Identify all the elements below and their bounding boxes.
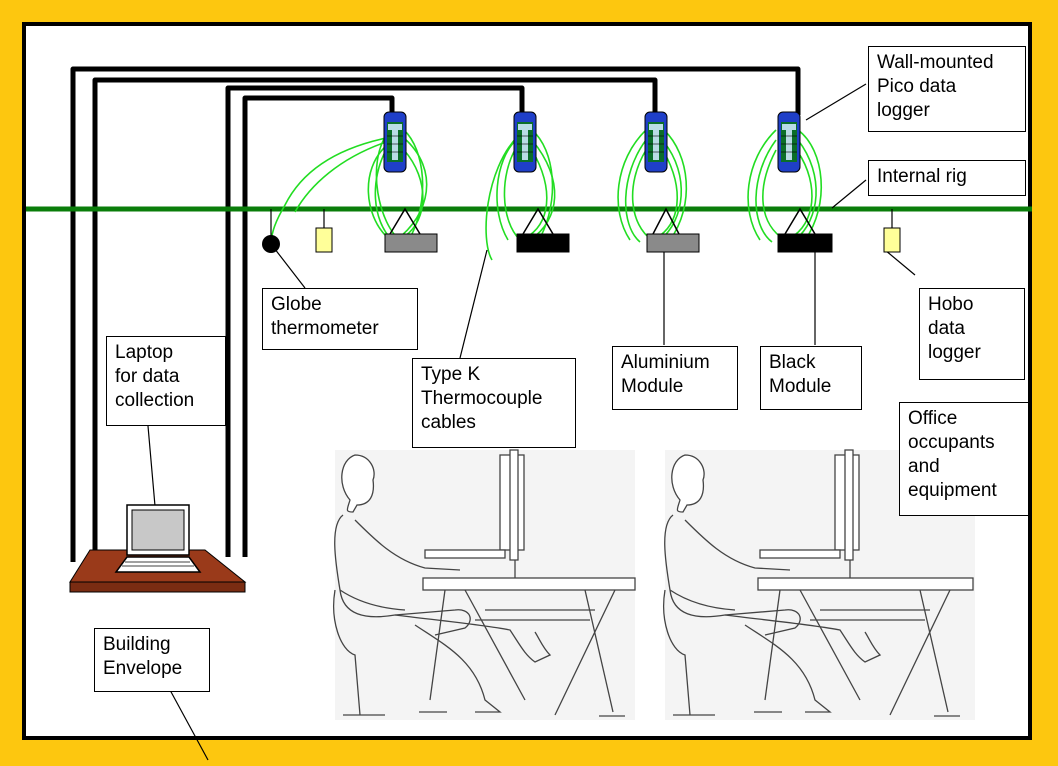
occupant-scene-1 (333, 449, 636, 720)
logger-cables (70, 66, 801, 562)
pico-logger-2 (513, 111, 537, 173)
laptop-icon (114, 504, 202, 573)
thermocouple-cables (270, 129, 823, 261)
leader-lines (147, 83, 916, 761)
label-internal-rig: Internal rig (868, 160, 1026, 196)
aluminium-module-1 (384, 207, 438, 253)
aluminium-module-2 (646, 207, 700, 253)
black-module-1 (516, 207, 570, 253)
hobo-logger-icon-2 (883, 209, 901, 253)
pico-logger-4 (777, 111, 801, 173)
hobo-logger-icon-1 (315, 209, 333, 253)
pico-logger-1 (383, 111, 407, 173)
black-module-2 (777, 207, 833, 253)
globe-thermometer-icon (262, 209, 280, 253)
pico-logger-3 (644, 111, 668, 173)
